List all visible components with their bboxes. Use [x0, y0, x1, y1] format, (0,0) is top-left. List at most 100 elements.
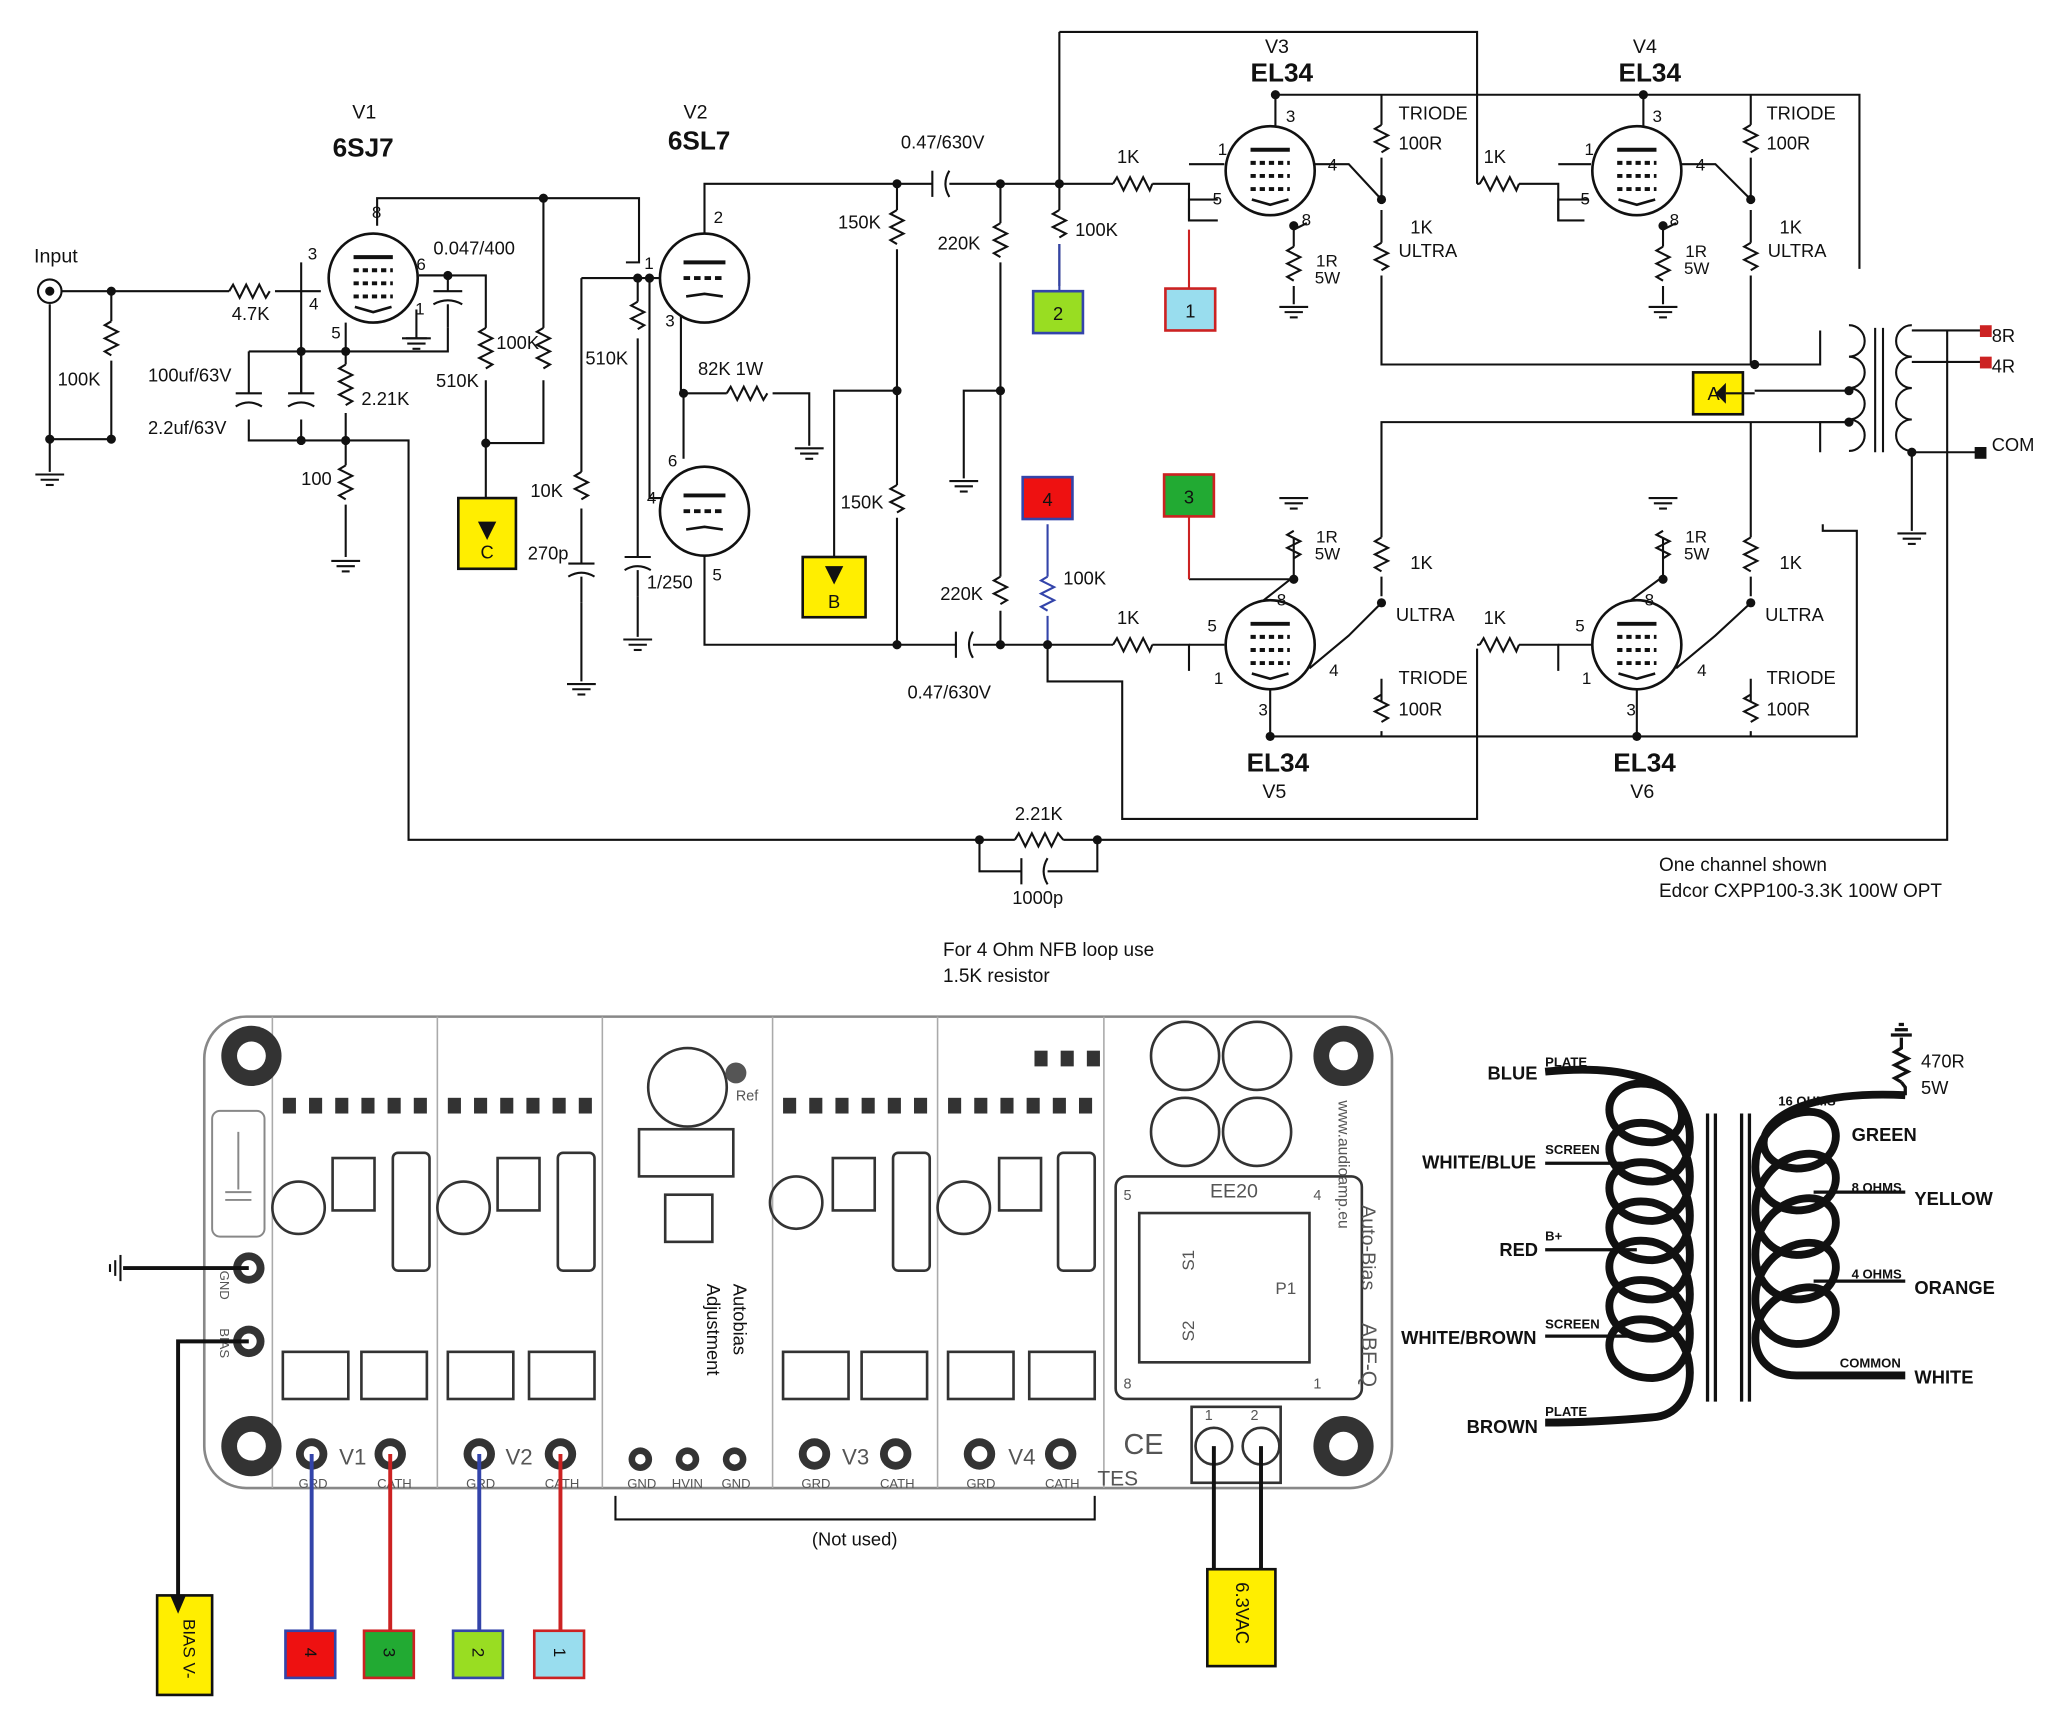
- wire-blue: BLUE: [1488, 1062, 1538, 1083]
- board-box-2: 2: [469, 1648, 488, 1657]
- pin-label: 2: [714, 208, 723, 227]
- resistor-input: [102, 320, 121, 357]
- resistor-220k-top: [991, 222, 1010, 259]
- label-1k-ultra-v6: 1K: [1780, 552, 1803, 573]
- junction-dots: [45, 90, 1917, 845]
- hvin-pad[interactable]: [675, 1447, 700, 1472]
- label-ultra-v4: ULTRA: [1768, 240, 1828, 261]
- label-triode-v3: TRIODE: [1399, 103, 1468, 124]
- pin-label: 4: [1329, 661, 1338, 680]
- bias-v-label: BIAS V-: [179, 1619, 198, 1679]
- note-nfb-line1: For 4 Ohm NFB loop use: [943, 940, 1155, 961]
- pin-label: 8: [1670, 211, 1679, 230]
- pin-label: 3: [1286, 107, 1295, 126]
- label-4k7: 4.7K: [232, 303, 270, 324]
- p1-label: P1: [1275, 1279, 1296, 1298]
- label-triode-v4: TRIODE: [1766, 103, 1835, 124]
- label-100r-v4: 100R: [1766, 133, 1810, 154]
- v5-ref: V5: [1262, 781, 1286, 803]
- tube-v3: [1223, 124, 1317, 218]
- label-1k-v6: 1K: [1484, 607, 1507, 628]
- resistor-grid-stop: [228, 282, 271, 301]
- resistor-150k-bot: [888, 484, 906, 514]
- gnd-silk: GND: [722, 1476, 751, 1491]
- resistor-1k-v5: [1112, 635, 1154, 654]
- tube-v2-lower: [658, 464, 751, 558]
- tube-v6: [1590, 598, 1684, 692]
- resistor-510k-b: [628, 300, 647, 331]
- resistor-ultra-v6: [1741, 536, 1760, 573]
- label-1r-v4: 1R: [1685, 242, 1707, 261]
- label-1k-ultra-v3: 1K: [1410, 217, 1433, 238]
- connector-box-1: [1164, 287, 1217, 332]
- v4-type: EL34: [1618, 58, 1681, 88]
- load-resistor-label: 470R: [1921, 1051, 1965, 1072]
- v1-type: 6SJ7: [333, 132, 394, 162]
- output-transformer: [1848, 324, 1912, 453]
- aux-gnd-pad-2[interactable]: [722, 1447, 747, 1472]
- resistor-plate-v1: [534, 326, 553, 370]
- label-nfb-resistor: 2.21K: [1015, 803, 1064, 824]
- label-coupling-top: 0.47/630V: [901, 131, 985, 152]
- resistor-1k-v3: [1112, 174, 1154, 193]
- tap-8-ohms: 8 OHMS: [1852, 1180, 1902, 1195]
- connector-box-4: [1021, 475, 1074, 521]
- label-100r-v3: 100R: [1399, 133, 1443, 154]
- label-ultra-v6: ULTRA: [1765, 604, 1825, 625]
- pin-label: 4: [1328, 156, 1337, 175]
- resistor-82k: [725, 384, 769, 403]
- note-channel: One channel shown Edcor CXPP100-3.3K 100…: [1659, 853, 1942, 905]
- capacitor-bypass-100uf: [235, 392, 263, 408]
- tube-v4: [1590, 124, 1684, 218]
- v3-silk: V3: [842, 1444, 869, 1469]
- tube-v5: [1223, 598, 1317, 692]
- label-1k-ultra-v4: 1K: [1780, 217, 1803, 238]
- resistor-triode-v6: [1741, 693, 1760, 723]
- v2-type: 6SL7: [668, 126, 731, 156]
- tes-logo: TES: [1097, 1467, 1138, 1490]
- gnd-silk: GND: [627, 1476, 656, 1491]
- label-100k-plate: 100K: [496, 332, 540, 353]
- v3-cath-pad[interactable]: [879, 1438, 912, 1470]
- label-1k-ultra-v5: 1K: [1410, 552, 1433, 573]
- v5-type: EL34: [1247, 748, 1310, 778]
- pin-label: 8: [1302, 211, 1311, 230]
- label-150k-bot: 150K: [841, 492, 885, 513]
- grd-silk: GRD: [801, 1476, 830, 1491]
- pin-label: 1: [644, 254, 653, 273]
- resistor-ultra-v3: [1372, 241, 1391, 272]
- pin-label: 6: [416, 255, 425, 274]
- s2-label: S2: [1179, 1321, 1198, 1342]
- not-used-label: (Not used): [812, 1529, 898, 1550]
- adjustment-label: Adjustment: [703, 1284, 724, 1376]
- input-jack[interactable]: [36, 278, 63, 305]
- pin-label: 8: [1277, 590, 1286, 609]
- ref-silk: Ref: [736, 1088, 759, 1104]
- label-150k-top: 150K: [838, 211, 882, 232]
- label-triode-v5: TRIODE: [1399, 667, 1468, 688]
- v3-ref: V3: [1265, 36, 1289, 58]
- v4-cath-pad[interactable]: [1044, 1438, 1077, 1470]
- output-terminals[interactable]: [1974, 325, 1992, 459]
- v4-grd-pad[interactable]: [963, 1438, 996, 1470]
- tube-v1: [326, 231, 420, 325]
- v4-ref: V4: [1633, 36, 1657, 58]
- connector-box-2: [1031, 289, 1085, 335]
- resistor-100k-bot: [1038, 575, 1057, 612]
- resistor-nfb: [1013, 830, 1065, 849]
- pin-label: 1: [1584, 140, 1593, 159]
- pin-label: 1: [1582, 669, 1591, 688]
- label-1k-v4: 1K: [1484, 146, 1507, 167]
- aux-gnd-pad[interactable]: [628, 1447, 653, 1472]
- schematic-labels: Input V1 6SJ7 V2 6SL7 V3 EL34 V4 EL34 EL…: [34, 36, 2034, 908]
- resistor-1k-v4: [1478, 174, 1520, 193]
- label-nfb-cap: 1000p: [1012, 887, 1063, 908]
- wire-orange: ORANGE: [1914, 1277, 1994, 1298]
- note-nfb-line2: 1.5K resistor: [943, 966, 1050, 987]
- v3-grd-pad[interactable]: [798, 1438, 831, 1470]
- v2-silk: V2: [505, 1444, 532, 1469]
- connector-a-label: A: [1708, 383, 1721, 404]
- label-220k-top: 220K: [938, 232, 982, 253]
- capacitor-coupling-bot: [954, 631, 974, 659]
